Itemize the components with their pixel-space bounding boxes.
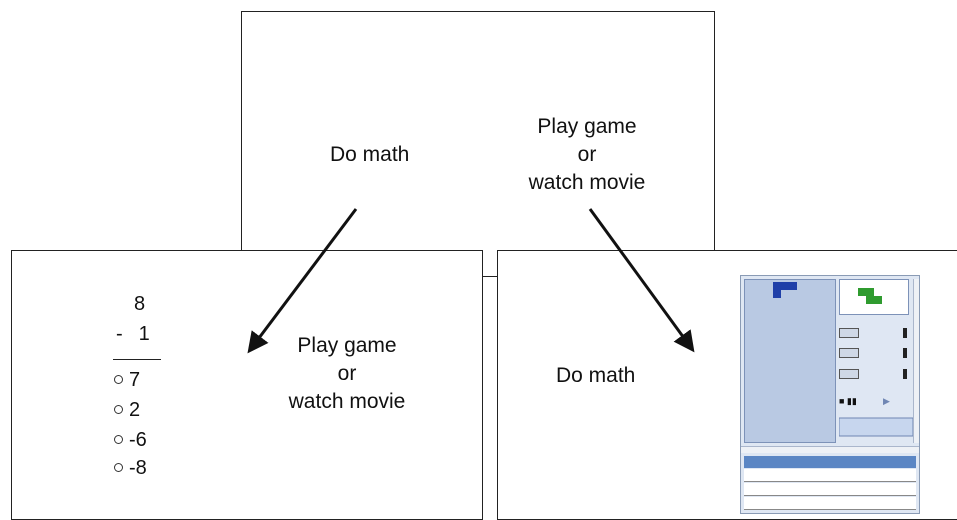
answer-choice[interactable]: 7 (114, 367, 140, 393)
tetris-next-piece-top (858, 288, 874, 296)
tetris-resume-button[interactable]: ▶ (883, 396, 890, 407)
answer-choice-label: 2 (129, 399, 140, 421)
math-subtrahend-row: -1 (116, 320, 150, 348)
tetris-stat-row (839, 369, 911, 381)
left-play-game-line-3: watch movie (282, 388, 412, 416)
tetris-game-thumbnail[interactable]: ■ ▮▮ ▶ (740, 275, 920, 514)
answer-choice-label: 7 (129, 369, 140, 391)
top-play-game-line-3: watch movie (522, 169, 652, 197)
tetris-logo (839, 416, 913, 438)
tetris-next-preview (839, 279, 909, 315)
tetris-stat-key (839, 348, 859, 358)
tetris-piece-top (773, 282, 797, 290)
top-do-math-label[interactable]: Do math (330, 141, 409, 169)
tetris-next-piece-bottom (866, 296, 882, 304)
tetris-stat-value (903, 328, 907, 338)
right-do-math-label[interactable]: Do math (556, 362, 635, 390)
tetris-stat-value (903, 369, 907, 379)
tetris-stat-value (903, 348, 907, 358)
tetris-stat-row (839, 348, 911, 360)
tetris-list-row[interactable] (744, 497, 916, 510)
answer-choice-label: -8 (129, 457, 147, 479)
tetris-list-row[interactable] (744, 469, 916, 482)
radio-icon[interactable] (114, 435, 123, 444)
math-operator: - (116, 323, 123, 345)
top-play-game-line-2: or (522, 141, 652, 169)
tetris-stat-key (839, 369, 859, 379)
answer-choice[interactable]: -8 (114, 455, 147, 481)
math-minuend: 8 (134, 290, 145, 318)
left-play-game-label[interactable]: Play game or watch movie (282, 332, 412, 416)
top-play-game-label[interactable]: Play game or watch movie (522, 113, 652, 197)
left-play-game-line-2: or (282, 360, 412, 388)
tetris-piece-stem (773, 290, 781, 298)
radio-icon[interactable] (114, 463, 123, 472)
math-rule-line (113, 359, 161, 360)
tetris-board (744, 279, 836, 443)
answer-choice[interactable]: 2 (114, 397, 140, 423)
answer-choice[interactable]: -6 (114, 427, 147, 453)
left-screen-panel (11, 250, 483, 520)
left-play-game-line-1: Play game (282, 332, 412, 360)
radio-icon[interactable] (114, 375, 123, 384)
tetris-stat-row (839, 328, 911, 340)
tetris-stat-key (839, 328, 859, 338)
tetris-list-header (744, 456, 916, 468)
answer-choice-label: -6 (129, 429, 147, 451)
tetris-list-row[interactable] (744, 483, 916, 496)
math-subtrahend: 1 (139, 323, 150, 345)
tetris-vertical-scrollbar[interactable] (913, 279, 920, 443)
tetris-logo-plate (839, 418, 913, 436)
radio-icon[interactable] (114, 405, 123, 414)
tetris-horizontal-scrollbar[interactable] (741, 446, 919, 453)
top-play-game-line-1: Play game (522, 113, 652, 141)
tetris-pause-button[interactable]: ■ ▮▮ (839, 396, 857, 407)
